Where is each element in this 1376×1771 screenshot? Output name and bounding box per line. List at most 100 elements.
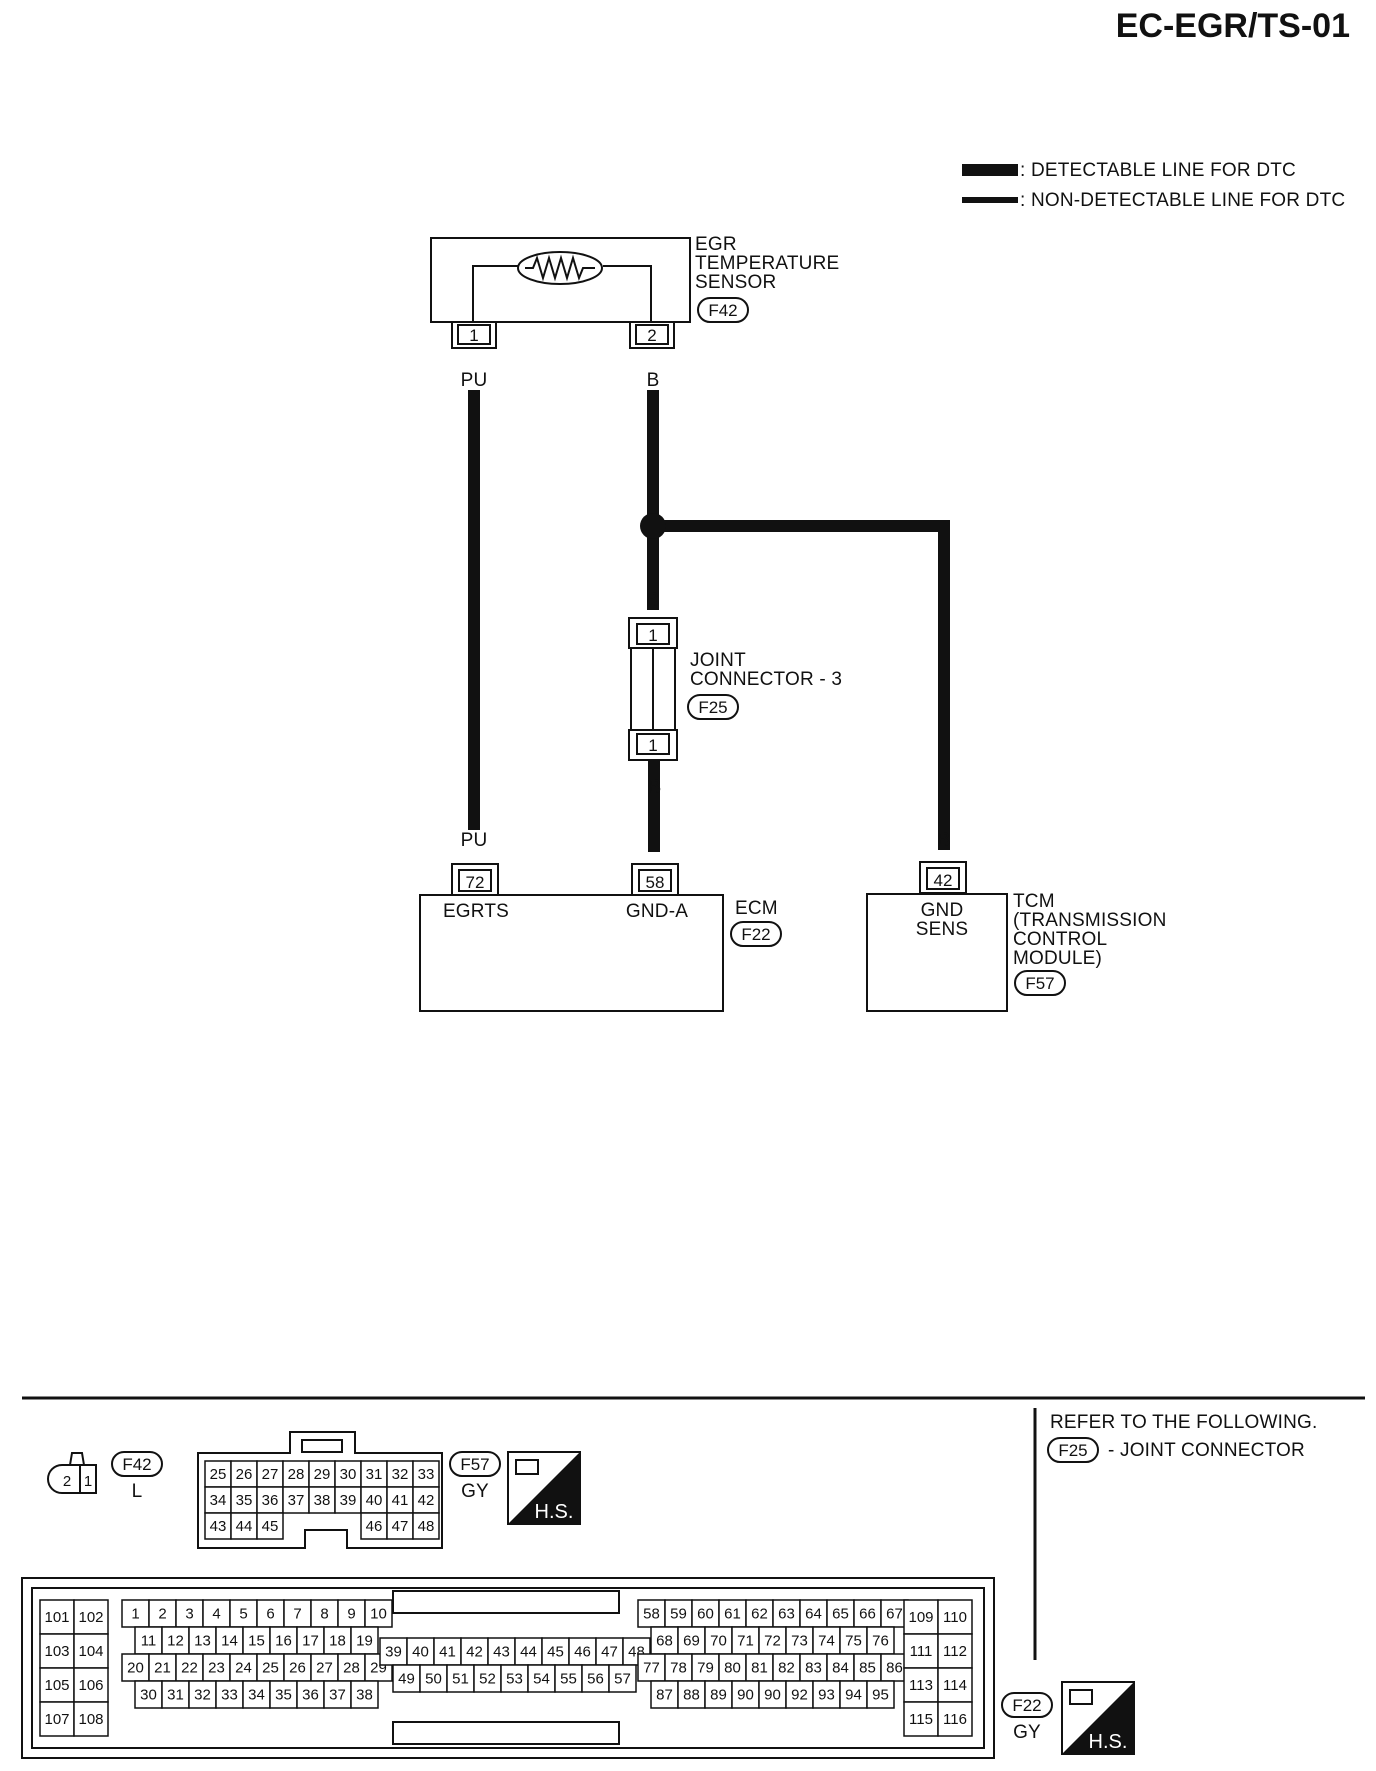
- f22-pin-11: 11: [141, 1633, 157, 1650]
- f22-pin-78-cell: [664, 1653, 693, 1682]
- f22-pin-49-cell: [392, 1664, 421, 1693]
- connector-symbol-icon: [1069, 1689, 1093, 1705]
- f22-pin-78: 78: [670, 1660, 687, 1677]
- connector-symbol-icon: [515, 1459, 539, 1475]
- f22-pin-55-cell: [554, 1664, 583, 1693]
- f57-pin-46: 46: [366, 1518, 383, 1535]
- f22-pin-86: 86: [886, 1660, 903, 1677]
- f22-pin-71-cell: [731, 1626, 760, 1655]
- wires: PU B B B PU B: [461, 370, 951, 852]
- f22-pin-104: 104: [78, 1643, 103, 1660]
- splice-point: [640, 513, 666, 539]
- f57-pin-38-cell: [308, 1486, 336, 1514]
- f22-pin-112: 112: [943, 1643, 967, 1660]
- legend-thin-text: : NON-DETECTABLE LINE FOR DTC: [1020, 190, 1345, 211]
- f22-pin-85-cell: [853, 1653, 882, 1682]
- f22-pin-34: 34: [248, 1687, 265, 1704]
- egr-sensor-connector-badge: [697, 297, 749, 323]
- f22-pin-13: 13: [194, 1633, 211, 1650]
- f22-pin-57: 57: [614, 1671, 631, 1688]
- f57-pin-45-cell: [256, 1512, 284, 1540]
- wire-color-b-mid-lower: B: [649, 777, 662, 798]
- tcm-label-2: (TRANSMISSION: [1013, 910, 1167, 931]
- ecm-label: ECM: [735, 898, 778, 919]
- f22-pin-90: 90: [737, 1687, 754, 1704]
- f22-pin-5: 5: [239, 1606, 247, 1623]
- f57-pin-38: 38: [314, 1492, 331, 1509]
- f22-pin-44: 44: [520, 1644, 537, 1661]
- f22-pin-44-cell: [514, 1637, 543, 1666]
- f22-pin-62-cell: [745, 1599, 774, 1628]
- f22-pin-116-cell: [937, 1701, 973, 1737]
- f57-pin-41: 41: [392, 1492, 409, 1509]
- f22-pin-111: 111: [910, 1643, 933, 1660]
- f22-pin-40: 40: [412, 1644, 429, 1661]
- f22-pin-114-cell: [937, 1667, 973, 1703]
- f22-pin-38: 38: [356, 1687, 373, 1704]
- f22-bottom-key: [392, 1721, 620, 1745]
- f57-pin-44: 44: [236, 1518, 253, 1535]
- f22-pin-11-cell: [134, 1626, 163, 1655]
- hs-badge-f22-text: H.S.: [1089, 1731, 1128, 1753]
- f22-pin-7: 7: [293, 1606, 301, 1623]
- f22-pin-33: 33: [221, 1687, 238, 1704]
- ecm-connector-badge: [730, 921, 782, 947]
- f22-pin-113: 113: [909, 1677, 933, 1694]
- f22-pin-46: 46: [574, 1644, 591, 1661]
- f22-pin-102: 102: [78, 1609, 103, 1626]
- f57-pin-28: 28: [288, 1466, 305, 1483]
- f22-pin-21-cell: [148, 1653, 177, 1682]
- f22-pin-23: 23: [208, 1660, 225, 1677]
- joint-connector-label-1: JOINT: [690, 650, 746, 671]
- f57-pin-47: 47: [392, 1518, 409, 1535]
- f22-pin-12: 12: [167, 1633, 184, 1650]
- f22-pin-50: 50: [425, 1671, 442, 1688]
- reference-note: REFER TO THE FOLLOWING. F25 - JOINT CONN…: [1047, 1412, 1317, 1463]
- f22-pin-25: 25: [262, 1660, 279, 1677]
- egr-sensor-label-1: EGR: [695, 234, 737, 255]
- f22-pin-39: 39: [385, 1644, 402, 1661]
- f22-pin-105: 105: [44, 1677, 69, 1694]
- f57-pin-39: 39: [340, 1492, 357, 1509]
- f42-badge: [111, 1451, 163, 1477]
- hs-badge-f57-text: H.S.: [535, 1501, 574, 1523]
- f22-pin-81: 81: [751, 1660, 768, 1677]
- f57-pin-32: 32: [392, 1466, 409, 1483]
- ecm-connector-id: F22: [741, 925, 770, 944]
- wire-color-b-tcm: B: [938, 830, 951, 851]
- tcm-connector-id: F57: [1025, 974, 1054, 993]
- legend-thin-line: [962, 197, 1018, 203]
- f57-pin-26: 26: [236, 1466, 253, 1483]
- f22-pin-115: 115: [909, 1711, 933, 1728]
- f22-pin-50-cell: [419, 1664, 448, 1693]
- f22-pin-9: 9: [347, 1606, 355, 1623]
- tcm-label-1: TCM: [1013, 891, 1055, 912]
- f22-pin-103: 103: [44, 1643, 69, 1660]
- ecm-terminal-gnd-a: GND-A: [626, 901, 688, 922]
- wire-color-pu-bottom: PU: [461, 830, 488, 851]
- f22-pin-109: 109: [908, 1609, 933, 1626]
- f22-pin-116: 116: [943, 1711, 967, 1728]
- f57-pin-43: 43: [210, 1518, 227, 1535]
- f22-pin-4: 4: [212, 1606, 220, 1623]
- f22-pin-47: 47: [601, 1644, 618, 1661]
- f22-pin-95: 95: [872, 1687, 889, 1704]
- f42-color: L: [132, 1481, 143, 1502]
- egr-temperature-sensor: EGR TEMPERATURE SENSOR F42 1 2: [430, 234, 839, 349]
- f22-pin-107: 107: [44, 1711, 69, 1728]
- legend: : DETECTABLE LINE FOR DTC : NON-DETECTAB…: [962, 160, 1345, 211]
- f22-pin-70: 70: [710, 1633, 727, 1650]
- f22-pin-1: 1: [131, 1606, 139, 1623]
- f22-pin-15: 15: [248, 1633, 265, 1650]
- f22-pin-8: 8: [320, 1606, 328, 1623]
- tcm-terminal-line-1: GND: [921, 900, 964, 921]
- wire-color-pu-top: PU: [461, 370, 488, 391]
- f22-pin-69: 69: [683, 1633, 700, 1650]
- thermistor-icon: [517, 251, 603, 285]
- f22-pin-17: 17: [302, 1633, 319, 1650]
- f22-pin-79: 79: [697, 1660, 714, 1677]
- tcm-label-4: MODULE): [1013, 948, 1102, 969]
- f22-pin-45: 45: [547, 1644, 564, 1661]
- f22-pin-68: 68: [656, 1633, 673, 1650]
